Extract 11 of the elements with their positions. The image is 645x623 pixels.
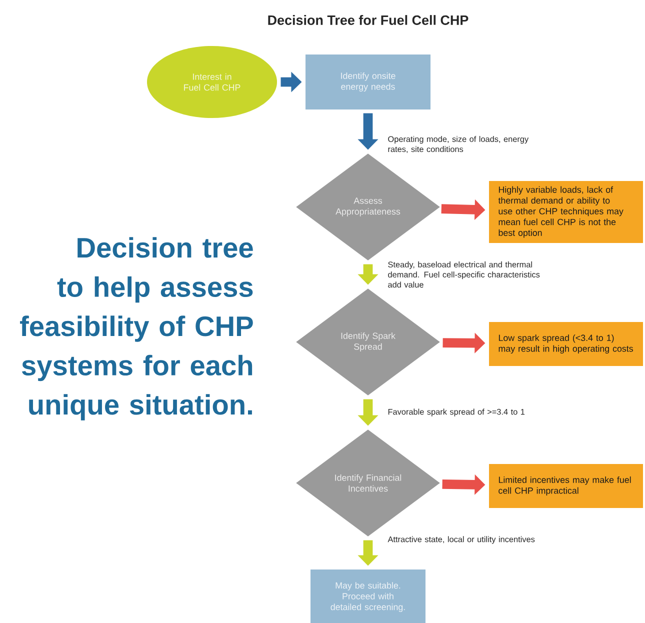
edge-label: Steady, baseload electrical and thermal demand. Fuel cell-specific characteristics add value bbox=[388, 261, 540, 288]
process-box: May be suitable. Proceed with detailed screening. bbox=[310, 570, 426, 623]
process-box: Identify onsite energy needs bbox=[306, 54, 430, 110]
edge-label: Favorable spark spread of >=3.4 to 1 bbox=[388, 408, 525, 416]
outcome-box: Low spark spread (<3.4 to 1) may result in high operating costs bbox=[489, 322, 643, 366]
side-heading: Decision tree to help assess feasibility of CHP systems for each unique situation. bbox=[20, 237, 253, 420]
edge-label: Attractive state, local or utility incentives bbox=[388, 536, 535, 544]
title: Decision Tree for Fuel Cell CHP bbox=[268, 15, 468, 25]
outcome-box: Limited incentives may make fuel cell CHP impractical bbox=[489, 464, 643, 508]
edge-label: Operating mode, size of loads, energy rates, site conditions bbox=[388, 136, 529, 154]
outcome-box: Highly variable loads, lack of thermal demand or ability to use other CHP techniques may mean fuel cell CHP is not the best option bbox=[489, 181, 643, 243]
